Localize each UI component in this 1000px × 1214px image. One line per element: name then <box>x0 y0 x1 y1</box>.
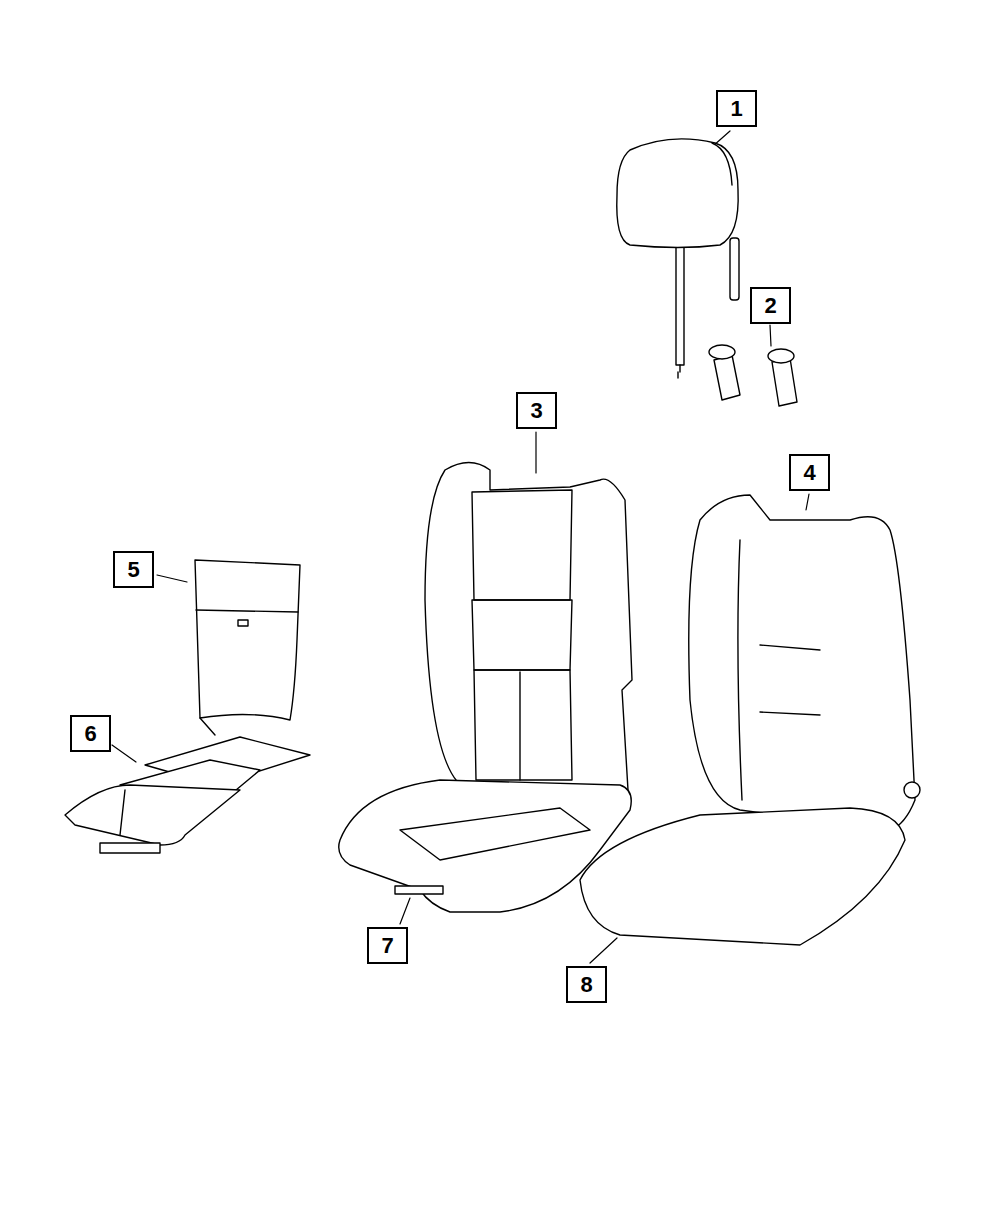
headrest-guides <box>709 345 797 406</box>
cushion-heater <box>65 737 310 853</box>
callout-number: 3 <box>530 400 542 422</box>
callout-box: 8 <box>566 966 607 1003</box>
seat-foam <box>339 463 632 913</box>
callout-number: 2 <box>764 295 776 317</box>
callout-number: 6 <box>84 723 96 745</box>
callout-box: 1 <box>716 90 757 127</box>
headrest <box>617 139 739 378</box>
callout-number: 1 <box>730 98 742 120</box>
callout-box: 2 <box>750 287 791 324</box>
callout-box: 4 <box>789 454 830 491</box>
callout-box: 5 <box>113 551 154 588</box>
callout-number: 7 <box>381 935 393 957</box>
callout-box: 6 <box>70 715 111 752</box>
back-heater <box>195 560 300 735</box>
callout-number: 4 <box>803 462 815 484</box>
callout-number: 8 <box>580 974 592 996</box>
seat-cover <box>580 495 920 945</box>
callout-box: 7 <box>367 927 408 964</box>
callout-box: 3 <box>516 392 557 429</box>
callout-number: 5 <box>127 559 139 581</box>
